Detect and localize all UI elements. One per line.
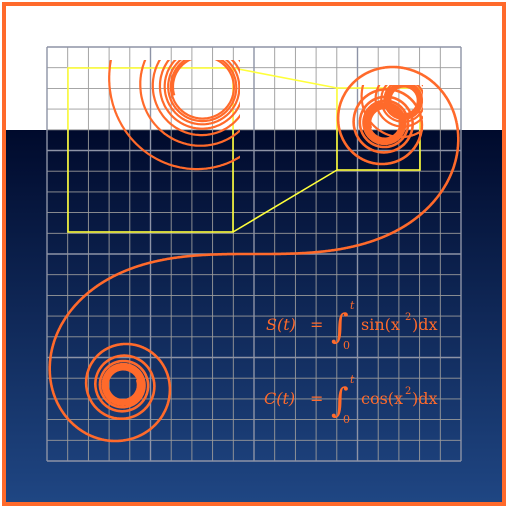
formula-s-upper-limit: t [350, 299, 355, 312]
formula-s-integral-sign: ∫ [331, 307, 349, 347]
formula-s-integrand: sin(x [361, 315, 400, 334]
euler-spiral-curve [48, 65, 460, 443]
zoom-connector-top [232, 67, 338, 89]
formula-s-power: 2 [405, 312, 411, 323]
formula-c-lower-limit: 0 [343, 413, 350, 426]
spiral-magnified-large [108, 60, 240, 171]
formula-s-equals: = [310, 315, 323, 334]
formula-s-tail: )dx [412, 315, 438, 334]
formula-c-upper-limit: t [350, 373, 355, 386]
formula-c-integrand: cos(x [361, 389, 403, 408]
formula-c-equals: = [310, 389, 323, 408]
zoom-connector-bottom [232, 169, 338, 233]
spiral-magnified-small [360, 85, 423, 139]
formula-s-lhs: S(t) [266, 315, 296, 334]
formula-fresnel-s: S(t) = ∫ t 0 sin(x 2 )dx [266, 299, 438, 352]
formula-c-tail: )dx [412, 389, 438, 408]
formula-c-lhs: C(t) [264, 389, 295, 408]
formula-s-lower-limit: 0 [343, 339, 350, 352]
formula-c-power: 2 [405, 386, 411, 397]
formula-fresnel-c: C(t) = ∫ t 0 cos(x 2 )dx [264, 373, 438, 426]
zoom-box-large [67, 67, 234, 233]
formula-c-integral-sign: ∫ [331, 381, 349, 421]
